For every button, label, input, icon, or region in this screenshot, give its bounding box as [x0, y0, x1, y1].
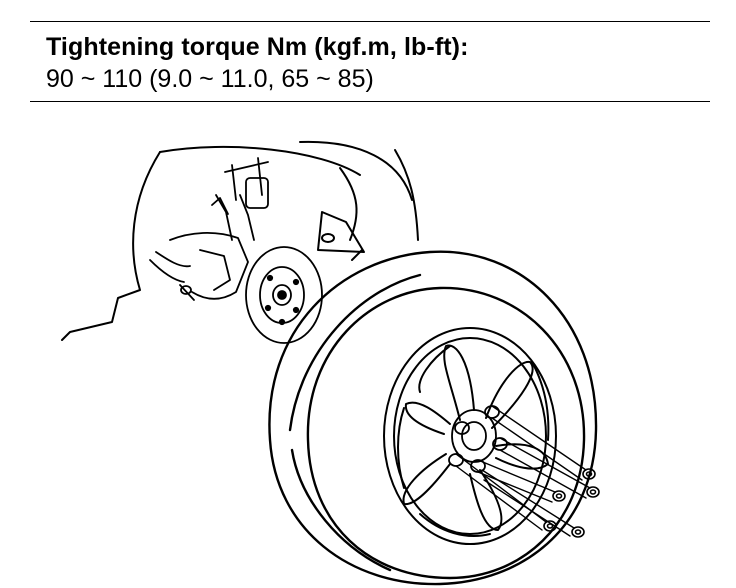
wheel-rim [383, 327, 557, 545]
suspension-assembly [149, 157, 323, 344]
vehicle-body [61, 140, 419, 341]
lug-nut-guides [455, 405, 591, 537]
lug-nut [582, 468, 596, 480]
torque-spec-title: Tightening torque Nm (kgf.m, lb-ft): [46, 33, 469, 61]
lug-nuts [543, 468, 600, 538]
bottom-rule [30, 101, 710, 102]
torque-spec-value: 90 ~ 110 (9.0 ~ 11.0, 65 ~ 85) [46, 65, 374, 93]
lug-nut [543, 520, 557, 532]
top-rule [30, 21, 710, 22]
wheel-hub [448, 405, 508, 473]
lug-nut [586, 486, 600, 498]
lug-nut [571, 526, 585, 538]
lug-nut [552, 490, 566, 502]
tire [268, 250, 598, 586]
